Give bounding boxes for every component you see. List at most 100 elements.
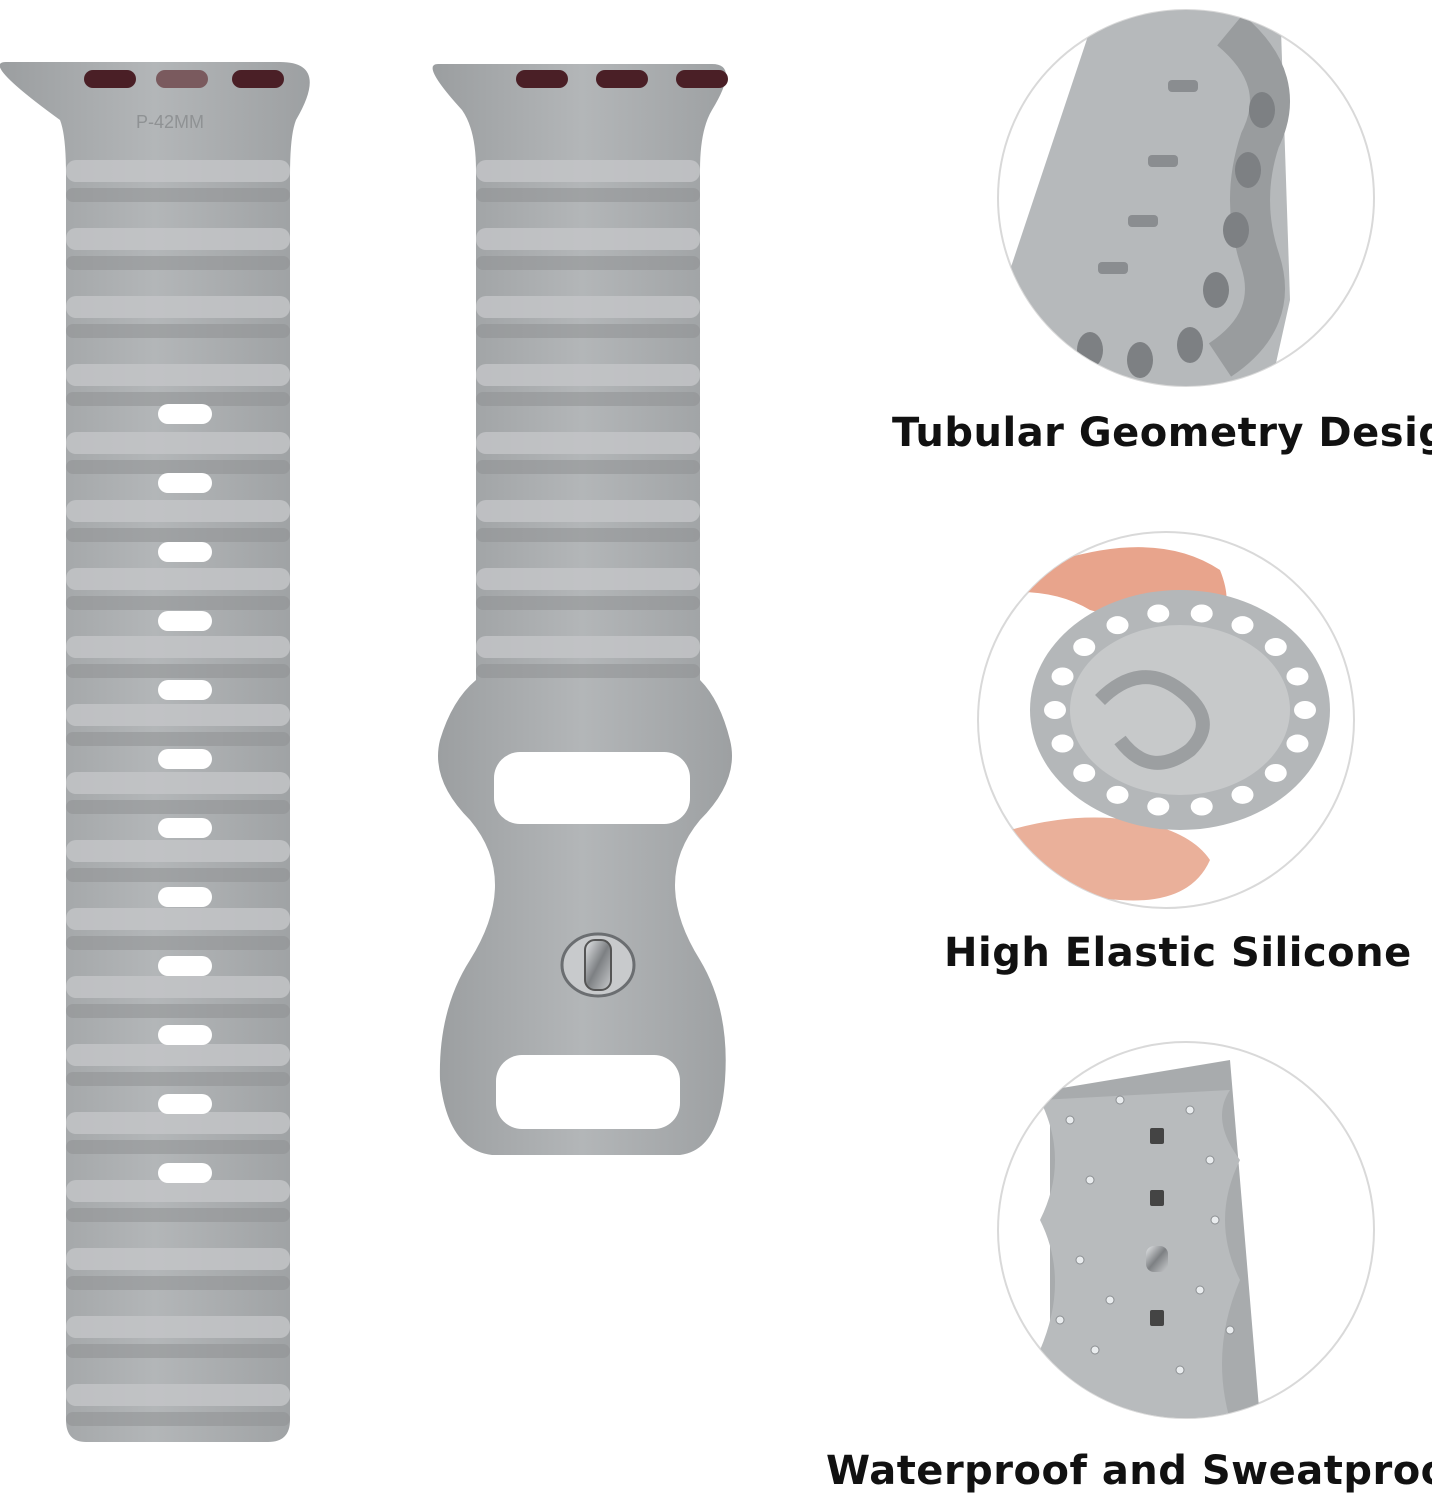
band-ridge-shadow bbox=[476, 596, 700, 610]
lug-slot bbox=[84, 70, 136, 88]
coil-hole bbox=[1051, 667, 1074, 686]
band-ridge bbox=[476, 432, 700, 454]
band-ridge-shadow bbox=[476, 392, 700, 406]
band-ridge-shadow bbox=[66, 936, 290, 950]
band-ridge-shadow bbox=[66, 664, 290, 678]
steel-pin-buckle-icon bbox=[560, 932, 636, 998]
band-ridge-shadow bbox=[476, 528, 700, 542]
elastic-silicone-icon bbox=[977, 531, 1355, 909]
lug-slot bbox=[676, 70, 728, 88]
band-ridge bbox=[476, 296, 700, 318]
band-ridge bbox=[66, 296, 290, 318]
adjustment-hole bbox=[158, 1094, 212, 1114]
band-ridge-shadow bbox=[476, 256, 700, 270]
band-right-ridges bbox=[476, 160, 700, 678]
coil-hole bbox=[1231, 785, 1254, 804]
adjustment-hole bbox=[158, 956, 212, 976]
adjustment-hole bbox=[158, 542, 212, 562]
water-drop bbox=[1205, 1155, 1215, 1165]
band-ridge-shadow bbox=[66, 1412, 290, 1426]
band-ridge-shadow bbox=[66, 1140, 290, 1154]
band-ridge bbox=[476, 568, 700, 590]
coil-hole bbox=[1051, 734, 1074, 753]
tube-hole bbox=[1177, 327, 1203, 363]
band-ridge bbox=[66, 840, 290, 862]
band-ridge bbox=[66, 704, 290, 726]
adjustment-hole bbox=[158, 1163, 212, 1183]
waterproof-icon bbox=[997, 1041, 1375, 1419]
band-ridge bbox=[66, 1316, 290, 1338]
coil-hole bbox=[1106, 616, 1129, 635]
water-drop bbox=[1055, 1315, 1065, 1325]
coil-hole bbox=[1044, 701, 1066, 719]
band-ridge bbox=[66, 568, 290, 590]
lug-slot bbox=[156, 70, 208, 88]
band-ridge bbox=[66, 976, 290, 998]
tube-hole bbox=[1249, 92, 1275, 128]
band-ridge-shadow bbox=[476, 664, 700, 678]
water-drop bbox=[1105, 1295, 1115, 1305]
coil-hole bbox=[1286, 667, 1309, 686]
band-ridge-shadow bbox=[66, 1208, 290, 1222]
band-ridge-shadow bbox=[476, 324, 700, 338]
band-ridge bbox=[66, 1044, 290, 1066]
band-ridge-shadow bbox=[66, 188, 290, 202]
keeper-loop-upper bbox=[494, 752, 690, 824]
coil-hole bbox=[1147, 604, 1170, 623]
lug-slot bbox=[596, 70, 648, 88]
band-ridge bbox=[66, 364, 290, 386]
coil-hole bbox=[1231, 616, 1254, 635]
feature-caption-elastic: High Elastic Silicone bbox=[944, 930, 1412, 976]
water-drop bbox=[1090, 1345, 1100, 1355]
band-ridge bbox=[476, 364, 700, 386]
band-ridge-shadow bbox=[66, 528, 290, 542]
size-marking: P-42MM bbox=[136, 112, 204, 132]
adjustment-hole bbox=[158, 887, 212, 907]
band-ridge bbox=[66, 228, 290, 250]
band-ridge bbox=[66, 160, 290, 182]
tube-hole bbox=[998, 292, 1023, 328]
band-ridge-shadow bbox=[476, 460, 700, 474]
water-drop bbox=[1115, 1095, 1125, 1105]
water-drop bbox=[1085, 1175, 1095, 1185]
coil-hole bbox=[1264, 638, 1287, 657]
adjustment-hole bbox=[158, 680, 212, 700]
band-left-body bbox=[0, 62, 310, 1442]
water-drop bbox=[1185, 1105, 1195, 1115]
coil-hole bbox=[1190, 604, 1213, 623]
band-ridge-shadow bbox=[66, 460, 290, 474]
band-ridge-shadow bbox=[66, 1004, 290, 1018]
tube-hole bbox=[1077, 332, 1103, 368]
water-drop bbox=[1195, 1285, 1205, 1295]
lug-slot bbox=[232, 70, 284, 88]
adjustment-hole bbox=[158, 404, 212, 424]
band-ridge bbox=[476, 160, 700, 182]
coil-hole bbox=[1190, 797, 1213, 816]
band-ridge-shadow bbox=[476, 188, 700, 202]
band-ridge-shadow bbox=[66, 596, 290, 610]
adjustment-hole bbox=[158, 749, 212, 769]
tube-hole bbox=[1127, 342, 1153, 378]
band-ridge bbox=[66, 432, 290, 454]
coil-hole bbox=[1286, 734, 1309, 753]
water-drop bbox=[1065, 1115, 1075, 1125]
adjustment-holes bbox=[158, 404, 212, 1183]
band-ridge bbox=[476, 636, 700, 658]
feature-caption-tubular: Tubular Geometry Design bbox=[892, 410, 1432, 456]
tube-hole bbox=[1235, 152, 1261, 188]
band-ridge-shadow bbox=[66, 868, 290, 882]
band-ridge bbox=[476, 228, 700, 250]
band-ridge-shadow bbox=[66, 392, 290, 406]
adjustment-hole bbox=[158, 1025, 212, 1045]
tube-hole bbox=[1223, 212, 1249, 248]
band-ridge-shadow bbox=[66, 1072, 290, 1086]
water-drop bbox=[1225, 1325, 1235, 1335]
coil-hole bbox=[1073, 763, 1096, 782]
band-ridge bbox=[66, 1180, 290, 1202]
band-right bbox=[432, 64, 732, 1155]
band-left: P-42MM bbox=[0, 62, 310, 1442]
lug-slot bbox=[516, 70, 568, 88]
band-left-ridges bbox=[66, 160, 290, 1426]
coil-hole bbox=[1147, 797, 1170, 816]
